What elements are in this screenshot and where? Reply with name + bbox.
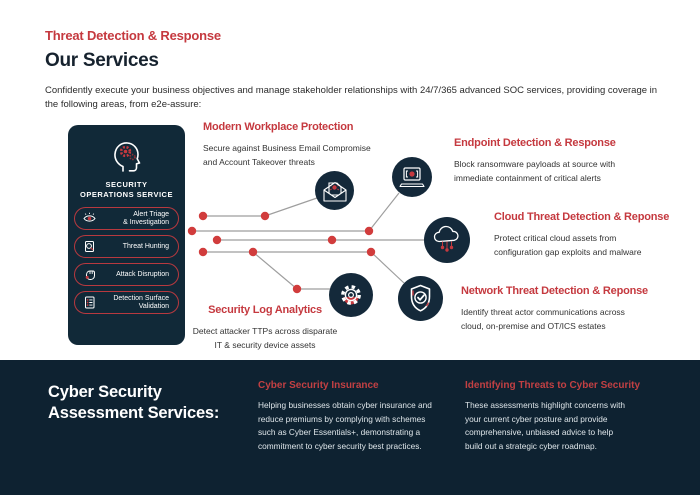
assessment-band: Cyber Security Assessment Services: Cybe…: [0, 360, 700, 495]
assessment-column-title: Identifying Threats to Cyber Security: [465, 380, 641, 391]
service-desc-line-2: immediate containment of critical alerts: [454, 173, 601, 183]
assessment-column-insurance: Cyber Security Insurance Helping busines…: [258, 380, 432, 453]
assessment-title-line-1: Cyber Security: [48, 383, 162, 401]
assessment-title-line-2: Assessment Services:: [48, 404, 220, 422]
intro-paragraph: Confidently execute your business object…: [45, 84, 657, 111]
pill-alert-triage: Alert Triage & Investigation: [74, 207, 179, 230]
pill-label: Threat Hunting: [96, 243, 169, 251]
cloud-network-icon: [433, 225, 459, 252]
service-network-threat: Network Threat Detection & Reponse Ident…: [461, 285, 648, 333]
assessment-line: Helping businesses obtain cyber insuranc…: [258, 400, 432, 410]
pill-threat-hunting: Threat Hunting: [74, 235, 179, 258]
service-title: Cloud Threat Detection & Reponse: [494, 211, 670, 223]
document-search-icon: [85, 241, 94, 252]
page-title: Our Services: [45, 50, 159, 71]
gear-icon: [341, 285, 361, 305]
service-desc-line-1: Protect critical cloud assets from: [494, 233, 617, 243]
soc-card-title-line-1: SECURITY: [105, 180, 148, 189]
service-desc-line-2: configuration gap exploits and malware: [494, 247, 642, 257]
service-security-log: Security Log Analytics Detect attacker T…: [190, 304, 340, 352]
intro-line-2: the following areas, from e2e-assure:: [45, 98, 202, 110]
shield-check-icon: [410, 284, 431, 312]
envelope-bug-icon: [322, 181, 347, 202]
service-desc-line-1: Block ransomware payloads at source with: [454, 159, 616, 169]
assessment-column-threats: Identifying Threats to Cyber Security Th…: [465, 380, 640, 453]
endpoint-node: [392, 157, 432, 197]
soc-card-title-line-2: OPERATIONS SERVICE: [80, 189, 173, 199]
pill-label: Detection Surface Validation: [96, 295, 169, 311]
service-desc-line-2: cloud, on-premise and OT/ICS estates: [461, 321, 606, 331]
service-desc-line-1: Identify threat actor communications acr…: [461, 307, 625, 317]
service-title: Endpoint Detection & Response: [454, 137, 616, 149]
log-analytics-node: [329, 273, 373, 317]
eyebrow-heading: Threat Detection & Response: [45, 28, 221, 43]
network-threat-node: [398, 276, 443, 321]
assessment-line: build out a strategic cyber roadmap.: [465, 440, 597, 451]
email-threat-node: [315, 171, 354, 210]
service-desc-line-1: Secure against Business Email Compromise: [203, 143, 371, 153]
checklist-icon: [85, 296, 95, 309]
pill-label: Attack Disruption: [96, 271, 169, 279]
assessment-line: your current cyber posture and provide: [465, 413, 608, 424]
laptop-bug-icon: [399, 167, 425, 188]
soc-card-title: SECURITY OPERATIONS SERVICE: [80, 180, 173, 199]
assessment-line: such as Cyber Essentials+, demonstrating…: [258, 427, 421, 437]
service-cloud-threat: Cloud Threat Detection & Reponse Protect…: [494, 211, 669, 259]
service-title: Network Threat Detection & Reponse: [461, 285, 648, 297]
assessment-line: comprehensive, unbiased advice to help: [465, 427, 614, 437]
pill-label-line-1: Alert Triage: [133, 210, 169, 218]
assessment-line: These assessments highlight concerns wit…: [465, 400, 626, 410]
intro-line-1: Confidently execute your business object…: [45, 85, 658, 96]
service-modern-workplace: Modern Workplace Protection Secure again…: [203, 121, 371, 169]
assessment-line: commitment to cyber security best practi…: [258, 440, 422, 451]
eye-icon: [83, 212, 96, 222]
pill-label-line-1: Detection Surface: [113, 294, 169, 302]
pill-detection-surface: Detection Surface Validation: [74, 291, 179, 314]
soc-pill-list: Alert Triage & Investigation Threat Hunt…: [74, 207, 179, 319]
fist-icon: [85, 270, 95, 280]
service-desc-line-2: and Account Takeover threats: [203, 157, 315, 167]
pill-attack-disruption: Attack Disruption: [74, 263, 179, 286]
security-operations-card: SECURITY OPERATIONS SERVICE Alert Triage…: [68, 125, 185, 345]
service-endpoint-detection: Endpoint Detection & Response Block rans…: [454, 137, 616, 185]
pill-label-line-2: & Investigation: [123, 218, 169, 226]
pill-label-line-1: Attack Disruption: [116, 270, 169, 278]
service-desc-line-1: Detect attacker TTPs across disparate: [192, 326, 338, 336]
cloud-threat-node: [424, 217, 470, 263]
head-with-gears-icon: [113, 142, 140, 172]
assessment-title: Cyber Security Assessment Services:: [48, 382, 219, 424]
service-desc-line-2: IT & security device assets: [214, 340, 316, 350]
assessment-line: reduce premiums by complying with scheme…: [258, 413, 426, 424]
pill-label-line-2: Validation: [138, 302, 169, 310]
pill-label-line-1: Threat Hunting: [122, 242, 169, 250]
pill-label: Alert Triage & Investigation: [96, 211, 169, 227]
service-title: Modern Workplace Protection: [203, 121, 354, 133]
assessment-column-title: Cyber Security Insurance: [258, 380, 379, 391]
service-title: Security Log Analytics: [208, 304, 322, 316]
